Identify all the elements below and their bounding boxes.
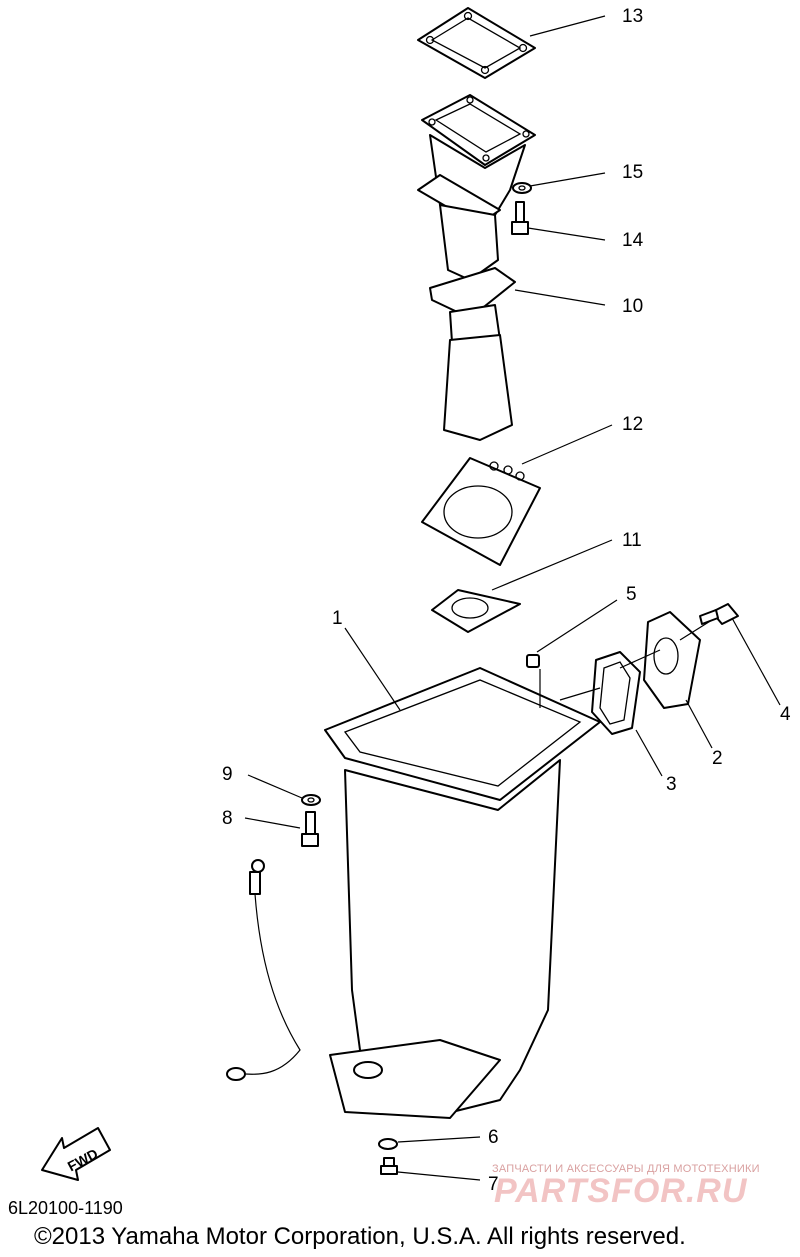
- callout-14: 14: [622, 230, 644, 251]
- callout-13: 13: [622, 6, 643, 27]
- callout-15: 15: [622, 162, 643, 183]
- part-15-washer: [512, 182, 532, 194]
- watermark-tagline: ЗАПЧАСТИ И АКСЕССУАРЫ ДЛЯ МОТОТЕХНИКИ: [492, 1163, 760, 1175]
- callout-4: 4: [780, 704, 791, 725]
- part-6-washer: [378, 1138, 398, 1150]
- part-10-exhaust-tube: [417, 94, 536, 441]
- callout-12: 12: [622, 414, 643, 435]
- callout-1: 1: [332, 608, 343, 629]
- callout-11: 11: [622, 530, 642, 551]
- callout-5: 5: [626, 584, 637, 605]
- part-3-gasket: [591, 651, 641, 735]
- callout-3: 3: [666, 774, 677, 795]
- leader-lines: [244, 15, 781, 1181]
- part-8-bolt: [301, 811, 319, 847]
- part-4-bolt: [699, 603, 739, 625]
- ground-lead-wire: [226, 859, 301, 1081]
- part-11-gasket: [431, 589, 521, 633]
- part-12-plate: [421, 457, 541, 566]
- part-5-dowel-pin: [526, 654, 540, 668]
- watermark-logo: PARTSFOR.RU: [494, 1172, 748, 1210]
- part-14-bolt: [511, 201, 529, 235]
- copyright-text: ©2013 Yamaha Motor Corporation, U.S.A. A…: [34, 1223, 686, 1250]
- part-1-upper-casing: [324, 667, 601, 1119]
- callout-6: 6: [488, 1127, 499, 1148]
- callout-8: 8: [222, 808, 233, 829]
- part-2-cover: [643, 611, 701, 709]
- fwd-arrow-icon: FWD: [41, 1127, 111, 1181]
- callout-7: 7: [488, 1174, 499, 1195]
- callout-9: 9: [222, 764, 233, 785]
- callout-10: 10: [622, 296, 643, 317]
- part-9-washer: [301, 794, 321, 806]
- part-13-gasket: [417, 7, 536, 79]
- callout-2: 2: [712, 748, 723, 769]
- diagram-code: 6L20100-1190: [8, 1198, 123, 1218]
- part-7-bolt: [380, 1157, 398, 1175]
